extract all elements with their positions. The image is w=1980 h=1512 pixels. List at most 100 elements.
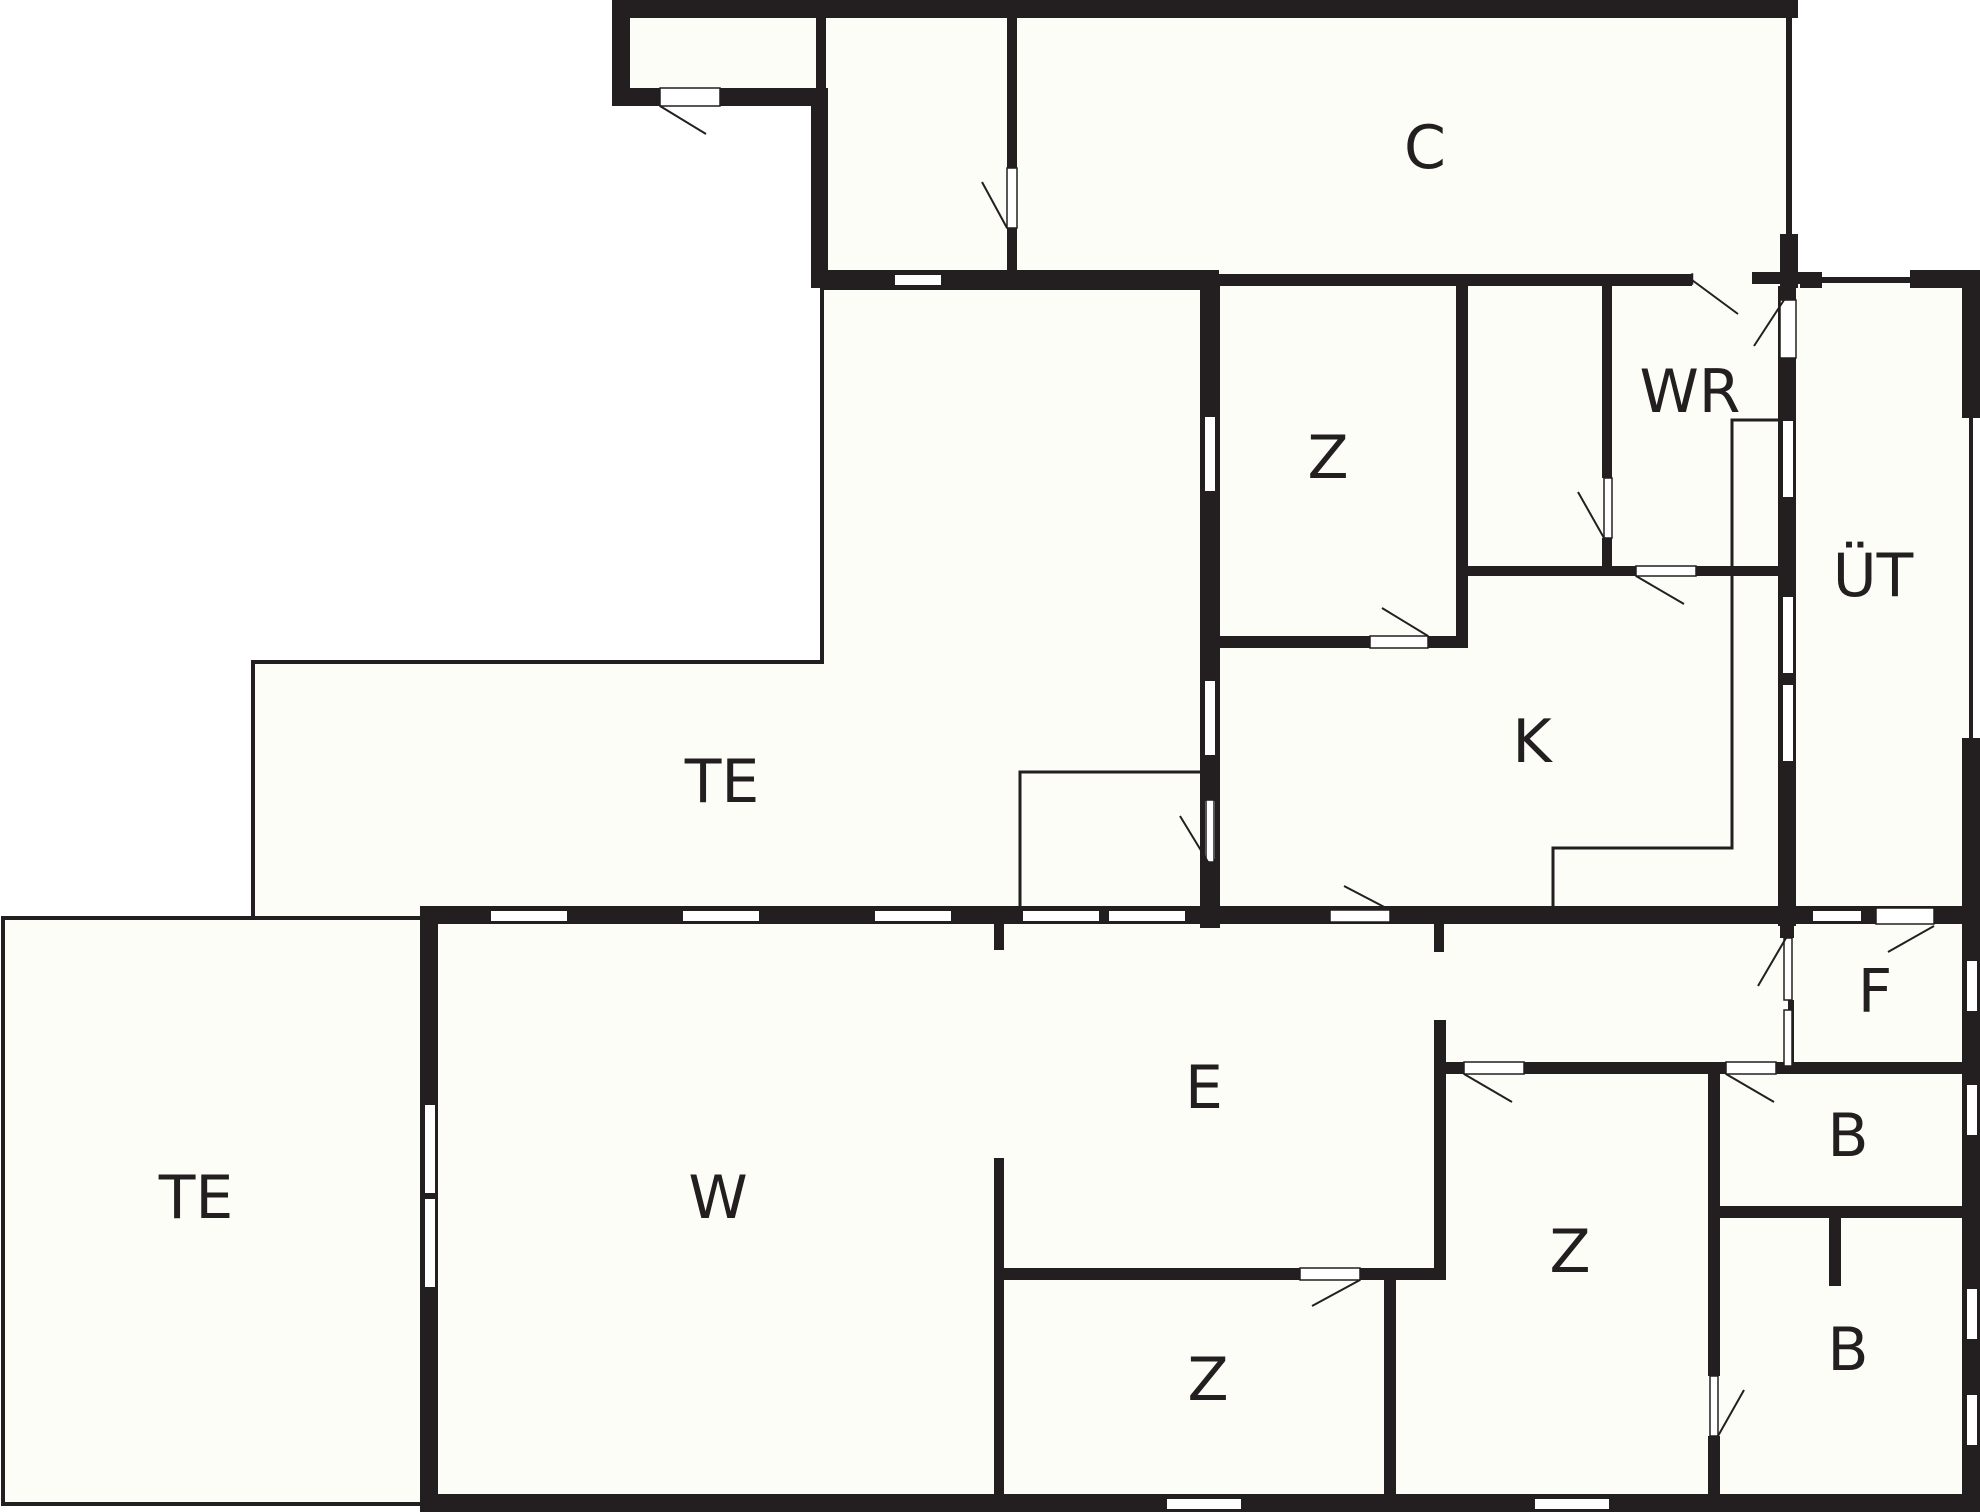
wall-closet-wr-lower (1602, 538, 1612, 568)
kitchen-counter-outline (1551, 418, 1782, 912)
wall-f-left-upper (1780, 920, 1794, 938)
wall-storage-bottom-right (720, 88, 828, 106)
wall-mid-top (1210, 274, 1692, 286)
window (1021, 909, 1101, 923)
door-swing (1691, 279, 1739, 315)
wall-b-stub (1829, 1212, 1841, 1286)
wall-z-bottom-top (1000, 1268, 1300, 1280)
window (1781, 419, 1795, 499)
window (489, 909, 569, 923)
window (873, 909, 953, 923)
window (1811, 909, 1863, 923)
wall-stub-w-e-top (994, 920, 1004, 950)
wall-z-bottom-right (1384, 1270, 1396, 1508)
wall-c-right (1786, 10, 1792, 272)
room-label-z-bottom: Z (1187, 1345, 1228, 1415)
wall-closet-wr-upper (1602, 280, 1612, 478)
door-swing (1311, 1279, 1361, 1307)
door-opening (1463, 1061, 1525, 1075)
hall-upper-floor (822, 10, 1017, 280)
doors (659, 87, 1935, 1437)
wall-z-top-bottom-left (1210, 636, 1370, 648)
closet-outline (1018, 770, 1204, 918)
wall-z-right-right-upper (1708, 1066, 1720, 1376)
door-opening (1709, 1375, 1719, 1437)
room-label-f: F (1858, 957, 1893, 1027)
window (681, 909, 761, 923)
door-swing (981, 181, 1008, 229)
door-swing (1381, 607, 1429, 637)
window (1203, 415, 1217, 493)
room-floors (1, 10, 1970, 1508)
door-swing (1463, 1073, 1513, 1103)
door-opening (1369, 635, 1429, 649)
wall-lower-top-right (1210, 910, 1790, 922)
door-opening (1783, 1009, 1793, 1067)
door-opening (1725, 1061, 1777, 1075)
room-label-k: K (1512, 707, 1553, 777)
wall-ut-top-left (1800, 272, 1822, 288)
wall-z-bottom-top-right (1360, 1268, 1446, 1280)
door-opening (1603, 477, 1613, 539)
door-opening (1875, 907, 1935, 925)
partitions (1018, 418, 1782, 918)
room-label-e: E (1185, 1053, 1223, 1123)
terrace-left-floor (1, 916, 430, 1506)
door-swing (1577, 491, 1605, 539)
wall-wr-bottom-left (1612, 566, 1636, 576)
wall-storage-left (612, 0, 630, 106)
storage-small-floor (620, 10, 820, 100)
room-label-ut: ÜT (1833, 540, 1914, 611)
room-labels: C WR Z ÜT TE K F E B TE W Z B Z (158, 113, 1914, 1415)
door-swing (1179, 815, 1209, 863)
wall-c-bottom (811, 270, 1219, 288)
wall-closet-bottom (1464, 566, 1612, 576)
room-label-z-right: Z (1549, 1217, 1590, 1287)
window (1165, 1497, 1243, 1511)
room-label-b-upper: B (1827, 1101, 1868, 1171)
door-swing (1635, 575, 1685, 605)
room-label-w: W (688, 1163, 747, 1233)
wall-ut-top-thin (1820, 277, 1912, 283)
window (1965, 1393, 1979, 1447)
window (893, 273, 943, 287)
wall-b-divider (1714, 1206, 1970, 1218)
window (1781, 683, 1795, 763)
wall-f-bottom (1776, 1062, 1976, 1074)
wall-right-upper (1962, 270, 1980, 418)
door-swing (1757, 937, 1787, 987)
door-swing (1717, 1389, 1745, 1437)
wall-hall-c-lower (1007, 228, 1017, 280)
wall-hall-left (811, 88, 828, 288)
door-opening (1205, 799, 1215, 863)
door-opening (1635, 565, 1697, 577)
window (1965, 1287, 1979, 1341)
window (1965, 1083, 1979, 1137)
door-swing (1887, 925, 1935, 953)
wall-z-right-right-lower (1708, 1436, 1720, 1508)
wall-z-top-right (1456, 280, 1468, 646)
wall-wr-bottom-right (1696, 566, 1786, 576)
door-swing (1725, 1073, 1775, 1103)
wall-storage-right (816, 10, 826, 90)
room-label-c: C (1404, 113, 1446, 183)
wall-right-thin (1969, 418, 1973, 738)
window (1533, 1497, 1611, 1511)
window (1107, 909, 1187, 923)
wall-z-top-bottom-right (1428, 636, 1468, 648)
right-wing-floor (1210, 280, 1970, 920)
window (1965, 959, 1979, 1013)
door-opening (1691, 273, 1694, 285)
room-label-b-lower: B (1827, 1315, 1868, 1385)
room-label-z-top: Z (1307, 423, 1348, 493)
door-swing (1343, 885, 1391, 911)
room-label-te-upper: TE (684, 747, 760, 817)
wall-z-right-top-right (1524, 1062, 1724, 1074)
wall-hall-c-upper (1007, 10, 1017, 168)
door-swing (1753, 299, 1785, 347)
wall-storage-bottom-left (612, 88, 660, 106)
door-swing (659, 105, 707, 135)
door-opening (1006, 167, 1018, 229)
door-opening (659, 87, 721, 107)
